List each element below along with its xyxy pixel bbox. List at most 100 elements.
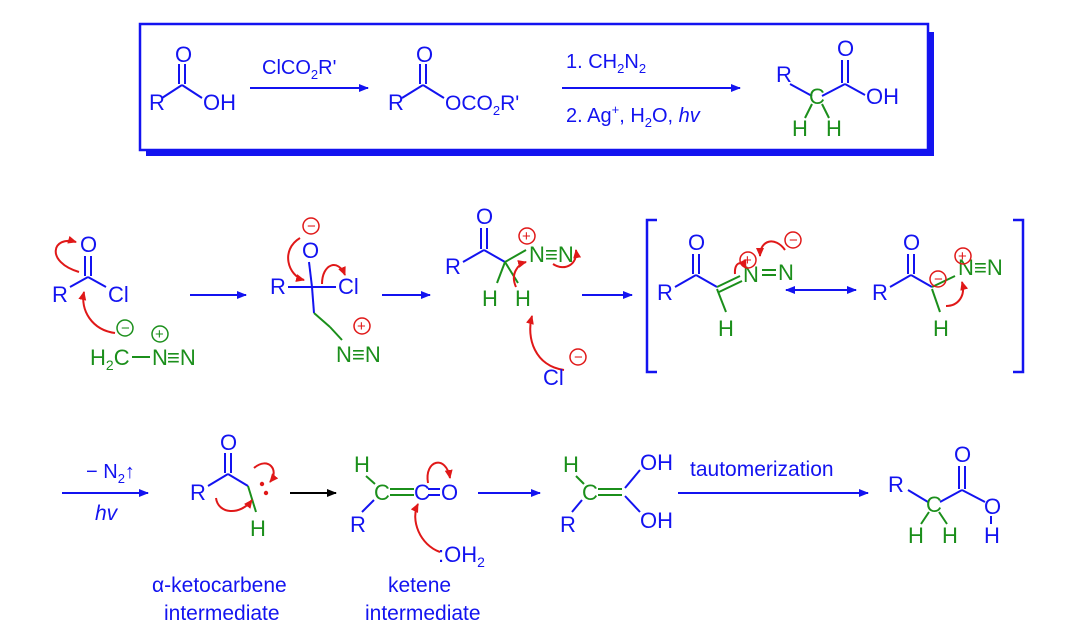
diazoketone-r: R <box>445 254 461 279</box>
anhydride-oco2r: OCO2R' <box>445 92 519 118</box>
diazoketone-o: O <box>476 204 493 229</box>
diazoketone-h1: H <box>482 286 498 311</box>
diazoketone-resonance-a: O R N N H + − <box>657 230 802 341</box>
resb-minus: − <box>934 271 943 288</box>
tetrahedral-cl: Cl <box>338 274 359 299</box>
enediol-c: C <box>582 480 598 505</box>
carboxylic-acid: R O OH <box>149 42 236 115</box>
enediol-oh-1: OH <box>640 450 673 475</box>
resa-r: R <box>657 280 673 305</box>
homologated-acid: R O OH C H H <box>776 36 899 141</box>
final-oh-o: O <box>984 494 1001 519</box>
resa-plus: + <box>743 252 752 269</box>
acylcl-o: O <box>80 232 97 257</box>
step-1-diazomethane: 1. CH2N2 <box>566 51 646 76</box>
resb-plus: + <box>958 248 967 265</box>
tetrahedral-n: N <box>336 342 352 367</box>
ketene-label-2: intermediate <box>365 602 481 625</box>
resa-n2: N <box>778 260 794 285</box>
tetrahedral-o: O <box>302 238 319 263</box>
diazomethane-h2c: H2C <box>90 345 130 373</box>
carbene-label-1: α-ketocarbene <box>152 574 287 597</box>
tautomerization-label: tautomerization <box>690 458 834 481</box>
final-o: O <box>954 442 971 467</box>
step-2-wolff: 2. Ag+, H2O, hv <box>566 102 701 130</box>
alkoxide-charge: − <box>307 218 316 235</box>
ketene: H C C O R :OH2 ketene intermediate <box>350 452 485 625</box>
acid-r: R <box>149 90 165 115</box>
carbene-o: O <box>220 430 237 455</box>
diazoketone-h2: H <box>515 286 531 311</box>
resb-r: R <box>872 280 888 305</box>
ketene-c2: C <box>414 480 430 505</box>
product-oh: OH <box>866 84 899 109</box>
product-r: R <box>776 62 792 87</box>
acylcl-cl: Cl <box>108 282 129 307</box>
diazoketone-resonance-b: O R N ≡N H − + <box>872 230 1003 341</box>
resa-minus: − <box>789 232 798 249</box>
tetrahedral-r: R <box>270 274 286 299</box>
diazonium-charge: + <box>155 326 164 343</box>
arrow-chloride-leaves <box>321 264 346 285</box>
final-h-1: H <box>908 523 924 548</box>
carbanion-charge: − <box>121 320 130 337</box>
anhydride-o: O <box>416 42 433 67</box>
final-c: C <box>926 492 942 517</box>
enediol-oh-2: OH <box>640 508 673 533</box>
final-oh-h: H <box>984 523 1000 548</box>
resonance-bracket <box>645 218 1025 374</box>
ketene-r: R <box>350 512 366 537</box>
arrow-resa-1 <box>733 259 747 275</box>
diazoketone-eqn: ≡N <box>545 242 574 267</box>
arrow-n-to-n <box>552 249 582 269</box>
diazoketone-n-charge: + <box>522 228 531 245</box>
resb-h: H <box>933 316 949 341</box>
anhydride-r: R <box>388 90 404 115</box>
chloride-charge: − <box>574 349 583 366</box>
arrow-co-to-o <box>54 235 80 273</box>
tetrahedral-eqn: ≡N <box>352 342 381 367</box>
diazomethane: H2C N ≡N − + <box>90 319 196 373</box>
tetrahedral-n-charge: + <box>357 318 366 335</box>
arrow-ketene-co <box>426 461 453 484</box>
tetrahedral-intermediate: O R Cl N ≡N − + <box>270 217 381 367</box>
enediol-h: H <box>563 452 579 477</box>
mixed-anhydride: R O OCO2R' <box>388 42 519 118</box>
water-nucleophile: :OH2 <box>438 542 485 570</box>
diazoketone-n: N <box>529 242 545 267</box>
ketene-o: O <box>441 480 458 505</box>
acylcl-r: R <box>52 282 68 307</box>
reagent-chloroformate: ClCO2R' <box>262 57 336 82</box>
enediol-r: R <box>560 512 576 537</box>
acyl-diazonium: O R N ≡N H H + <box>445 204 574 311</box>
carbene-r: R <box>190 480 206 505</box>
acid-oh: OH <box>203 90 236 115</box>
final-acid: R C O O H H H <box>888 442 1001 548</box>
acid-o: O <box>175 42 192 67</box>
product-c: C <box>809 84 825 109</box>
final-r: R <box>888 472 904 497</box>
arrow-carbanion-attack <box>78 291 116 334</box>
hv-label: hv <box>95 502 119 525</box>
product-o: O <box>837 36 854 61</box>
final-h-2: H <box>942 523 958 548</box>
ketene-h: H <box>354 452 370 477</box>
ketene-label-1: ketene <box>388 574 451 597</box>
acyl-chloride: O R Cl <box>52 232 129 307</box>
carbene-h: H <box>250 516 266 541</box>
alpha-ketocarbene: O R H α-ketocarbene intermediate <box>152 430 287 625</box>
diazomethane-eqn: ≡N <box>167 345 196 370</box>
arrow-resb <box>945 281 969 307</box>
product-h-1: H <box>792 116 808 141</box>
diazomethane-n: N <box>152 345 168 370</box>
resa-h: H <box>718 316 734 341</box>
arrow-resa-2 <box>756 240 786 257</box>
enediol: H C R OH OH <box>560 450 673 537</box>
ketene-c1: C <box>374 480 390 505</box>
chloride-ion: Cl <box>543 365 564 390</box>
carbene-label-2: intermediate <box>164 602 280 625</box>
arrow-carbene-2 <box>215 497 253 512</box>
arrow-chloride-deprotonate <box>526 315 565 371</box>
product-h-2: H <box>826 116 842 141</box>
